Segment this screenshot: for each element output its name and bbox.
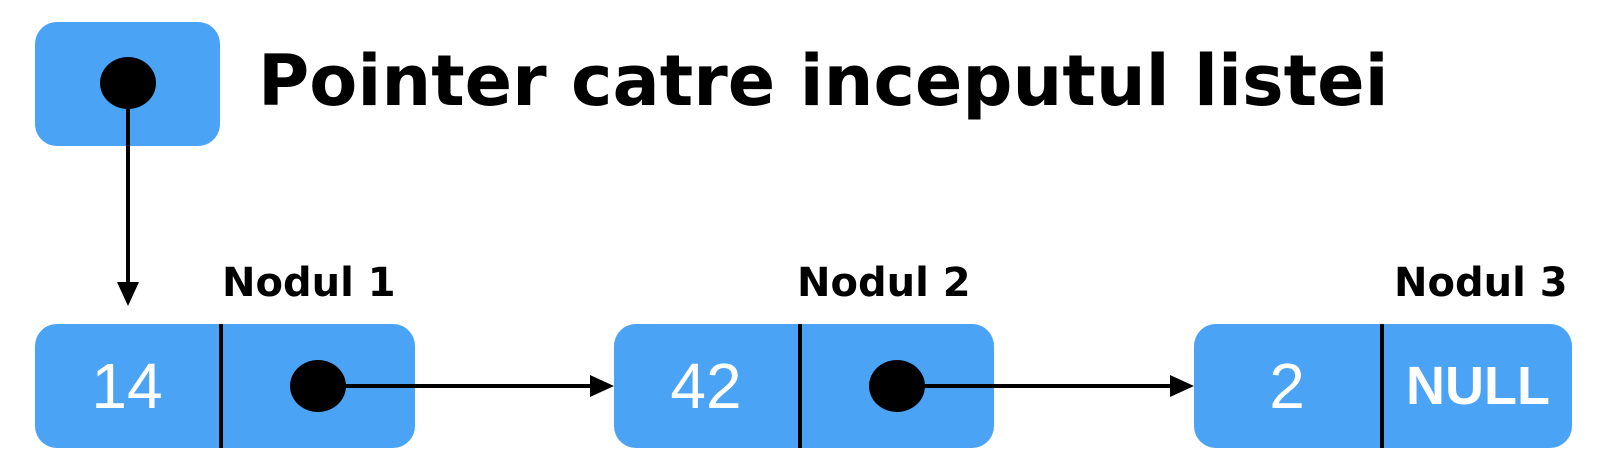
node-3-label: Nodul 3 xyxy=(1394,260,1568,306)
arrow-2-3-tip xyxy=(1170,375,1194,397)
node-1-label: Nodul 1 xyxy=(222,260,396,306)
arrow-1-2-tip xyxy=(590,375,614,397)
node-3: 2 NULL xyxy=(1194,324,1572,448)
node-2-divider xyxy=(798,324,802,448)
node-3-null: NULL xyxy=(1406,356,1550,416)
node-3-divider xyxy=(1380,324,1384,448)
node-1-value: 14 xyxy=(91,350,163,422)
head-arrow-tip xyxy=(117,282,139,306)
node-1-divider xyxy=(219,324,223,448)
diagram-title: Pointer catre inceputul listei xyxy=(258,40,1389,122)
node-3-value: 2 xyxy=(1269,350,1305,422)
node-2-value: 42 xyxy=(670,350,742,422)
node-2-label: Nodul 2 xyxy=(797,260,971,306)
